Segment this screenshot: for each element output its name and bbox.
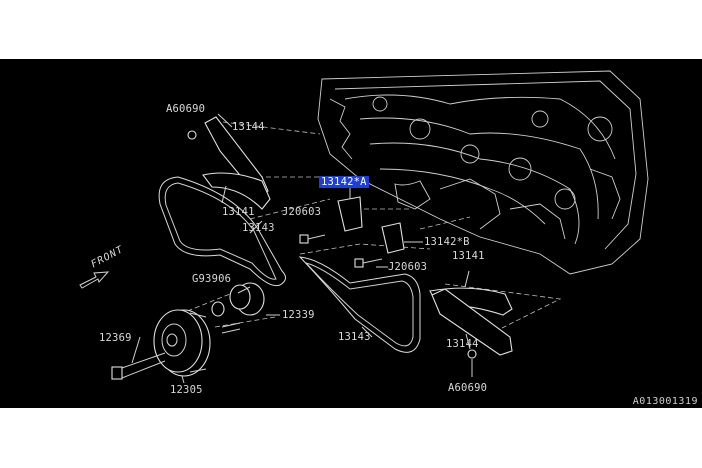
callout-13143-bottom: 13143 (338, 331, 371, 343)
bolt-a60690-top (187, 130, 197, 140)
bolt-j20603-left (299, 234, 326, 244)
callout-13141-right: 13141 (452, 250, 485, 262)
leader-lines (179, 120, 562, 330)
callout-13142b: 13142*B (424, 236, 470, 248)
callout-13142a-highlighted[interactable]: 13142*A (319, 176, 369, 188)
bolt-j20603-right (354, 258, 383, 268)
callout-13144-bottom: 13144 (446, 338, 479, 350)
callout-13143-left: 13143 (242, 222, 275, 234)
tensioner-13142-b (381, 222, 405, 254)
front-arrow-icon (79, 271, 110, 289)
washer-g93906 (211, 301, 225, 317)
tensioner-13142-a (337, 196, 363, 232)
callout-12305: 12305 (170, 384, 203, 396)
chain-guide-13144-lower (431, 288, 513, 356)
timing-chain-13143-right (298, 256, 421, 353)
parts-diagram: A60690 13144 13142*A 13141 J20603 13143 … (0, 59, 702, 408)
crank-pulley-12305 (153, 309, 211, 377)
callout-g93906: G93906 (192, 273, 232, 285)
callout-a60690-top: A60690 (166, 103, 206, 115)
callout-j20603-left: J20603 (282, 206, 322, 218)
callout-a60690-bottom: A60690 (448, 382, 488, 394)
crank-bolt-12369 (111, 352, 166, 380)
bolt-a60690-bottom (467, 349, 477, 359)
callout-leaders (131, 113, 473, 384)
document-id: A013001319 (632, 396, 698, 407)
engine-block-drawing (317, 70, 649, 275)
chain-guide-13144-upper (204, 116, 269, 198)
diagram-artwork (79, 70, 649, 384)
callout-12339: 12339 (282, 309, 315, 321)
timing-chain-13143-left (158, 176, 286, 287)
callout-13141-left: 13141 (222, 206, 255, 218)
timing-chain-13143-right-inner (304, 262, 414, 347)
callout-j20603-right: J20603 (388, 261, 428, 273)
callout-12369: 12369 (99, 332, 132, 344)
timing-chain-13143-left-inner (164, 182, 277, 280)
tensioner-arm-13141-left (202, 172, 271, 210)
callout-13144-top: 13144 (232, 121, 265, 133)
idler-sprocket-12339 (221, 282, 265, 334)
